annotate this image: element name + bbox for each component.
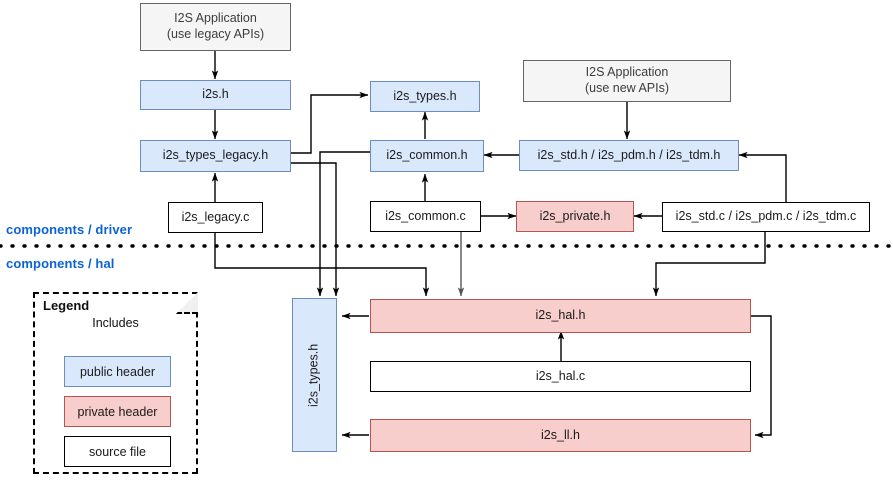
- legend-title: Legend: [43, 298, 90, 313]
- node-label: i2s_std.c / i2s_pdm.c / i2s_tdm.c: [675, 209, 857, 224]
- legend-key-public-header: public header: [64, 356, 171, 387]
- edge-std-c-to-std-h: [738, 151, 787, 202]
- legend-includes-label: Includes: [92, 316, 139, 330]
- node-i2s-common-c[interactable]: i2s_common.c: [370, 201, 481, 232]
- legend-key-source-file: source file: [64, 436, 171, 467]
- node-label: i2s.h: [202, 87, 229, 102]
- edge-types-legacy-to-types-hal: [291, 162, 340, 297]
- node-label: i2s_private.h: [539, 208, 611, 223]
- legend-fold-corner-icon: [176, 292, 198, 314]
- node-i2s-ll-h[interactable]: i2s_ll.h: [370, 419, 751, 452]
- legend-key-label: source file: [89, 444, 146, 459]
- edge-common-h-to-types-hal: [316, 151, 370, 297]
- node-i2s-h[interactable]: i2s.h: [140, 80, 291, 110]
- node-label: i2s_common.c: [385, 208, 466, 223]
- edge-hal-h-to-ll-h: [751, 315, 772, 439]
- node-label: i2s_hal.h: [535, 308, 586, 323]
- node-i2s-legacy-c[interactable]: i2s_legacy.c: [168, 202, 263, 233]
- node-i2s-std-h[interactable]: i2s_std.h / i2s_pdm.h / i2s_tdm.h: [519, 140, 739, 171]
- node-label: i2s_types_legacy.h: [162, 148, 269, 163]
- node-label: i2s_legacy.c: [181, 209, 250, 224]
- node-i2s-private-h[interactable]: i2s_private.h: [516, 201, 634, 232]
- node-i2s-types-h-top[interactable]: i2s_types.h: [370, 81, 480, 112]
- legend-key-label: public header: [79, 364, 156, 379]
- legend-key-label: private header: [77, 404, 158, 419]
- zone-label-hal: components / hal: [6, 256, 115, 271]
- node-label: i2s_types.h: [306, 343, 321, 407]
- node-label: i2s_hal.c: [535, 368, 586, 383]
- legend-key-private-header: private header: [64, 396, 171, 427]
- node-label: i2s_ll.h: [541, 427, 580, 442]
- node-i2s-hal-c[interactable]: i2s_hal.c: [370, 361, 751, 392]
- node-i2s-types-legacy-h[interactable]: i2s_types_legacy.h: [140, 140, 291, 172]
- zone-label-driver: components / driver: [6, 222, 133, 237]
- edge-legacy-c-to-hal-h: [214, 232, 430, 297]
- node-label: i2s_std.h / i2s_pdm.h / i2s_tdm.h: [537, 147, 721, 162]
- node-app-legacy[interactable]: I2S Application (use legacy APIs): [140, 3, 291, 51]
- edge-types-legacy-to-types-top: [291, 91, 369, 154]
- node-label: i2s_common.h: [386, 148, 468, 163]
- node-label: i2s_types.h: [393, 88, 457, 103]
- node-i2s-hal-h[interactable]: i2s_hal.h: [370, 299, 751, 333]
- node-i2s-common-h[interactable]: i2s_common.h: [370, 140, 484, 172]
- node-i2s-types-h-hal[interactable]: i2s_types.h: [292, 298, 337, 452]
- node-label: I2S Application (use legacy APIs): [166, 11, 265, 41]
- node-app-new[interactable]: I2S Application (use new APIs): [523, 60, 731, 102]
- legend-panel: Legend Includes public header private he…: [33, 292, 198, 474]
- node-i2s-std-c[interactable]: i2s_std.c / i2s_pdm.c / i2s_tdm.c: [662, 202, 870, 232]
- node-label: I2S Application (use new APIs): [584, 65, 670, 95]
- edge-std-c-to-hal-h: [652, 232, 766, 297]
